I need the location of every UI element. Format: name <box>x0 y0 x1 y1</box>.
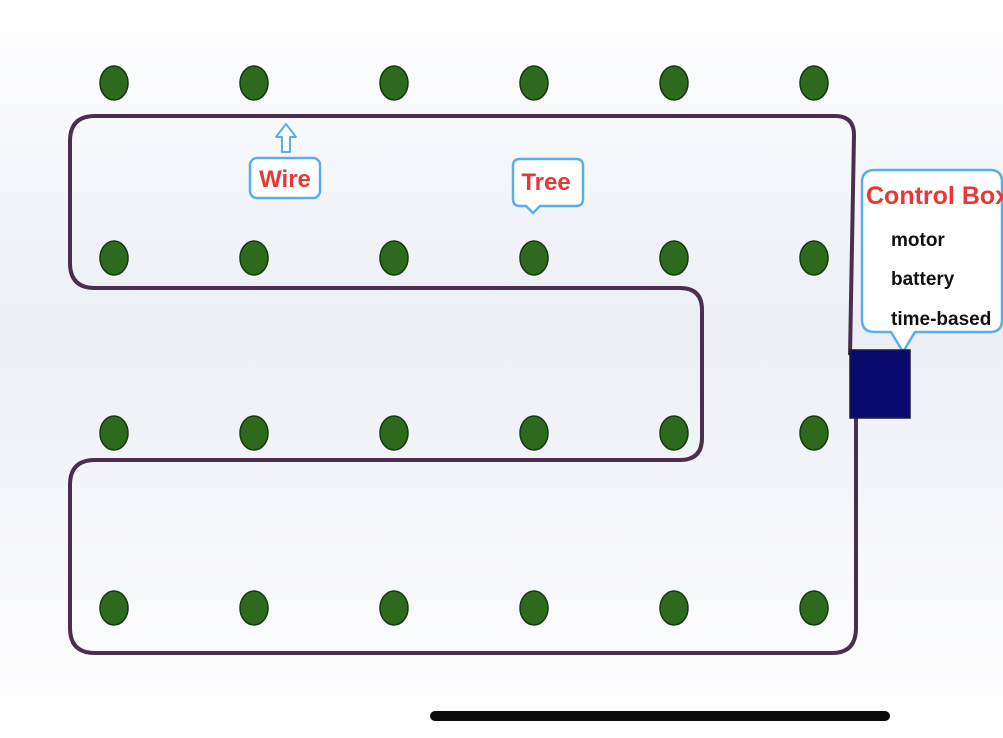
tree <box>519 240 549 276</box>
tree <box>239 65 269 101</box>
tree <box>519 65 549 101</box>
tree-callout <box>511 157 585 215</box>
tree <box>379 240 409 276</box>
control-box-item-motor: motor <box>891 230 945 251</box>
wire-label: Wire <box>259 166 311 193</box>
tree <box>659 590 689 626</box>
tree-grid <box>99 65 829 626</box>
tree <box>99 590 129 626</box>
control-box-callout <box>860 168 1003 355</box>
tree <box>379 65 409 101</box>
wire-callout <box>248 156 322 200</box>
tree <box>659 415 689 451</box>
tree <box>99 415 129 451</box>
wire-path <box>68 114 858 655</box>
tree <box>799 590 829 626</box>
tree <box>799 240 829 276</box>
control-box-item-time-based: time-based <box>891 309 991 330</box>
tree <box>239 240 269 276</box>
tree <box>99 65 129 101</box>
control-box <box>849 349 911 419</box>
tree <box>659 65 689 101</box>
tree <box>519 415 549 451</box>
tree <box>99 240 129 276</box>
tree <box>799 415 829 451</box>
tree <box>519 590 549 626</box>
tree <box>239 415 269 451</box>
control-box-label: Control Box <box>866 182 1003 210</box>
arrow-up-icon <box>275 123 297 153</box>
tree <box>799 65 829 101</box>
control-box-item-battery: battery <box>891 269 955 290</box>
tree <box>379 415 409 451</box>
tree <box>239 590 269 626</box>
tree-label: Tree <box>521 169 570 196</box>
tree <box>379 590 409 626</box>
tree <box>659 240 689 276</box>
home-indicator[interactable] <box>430 711 890 721</box>
